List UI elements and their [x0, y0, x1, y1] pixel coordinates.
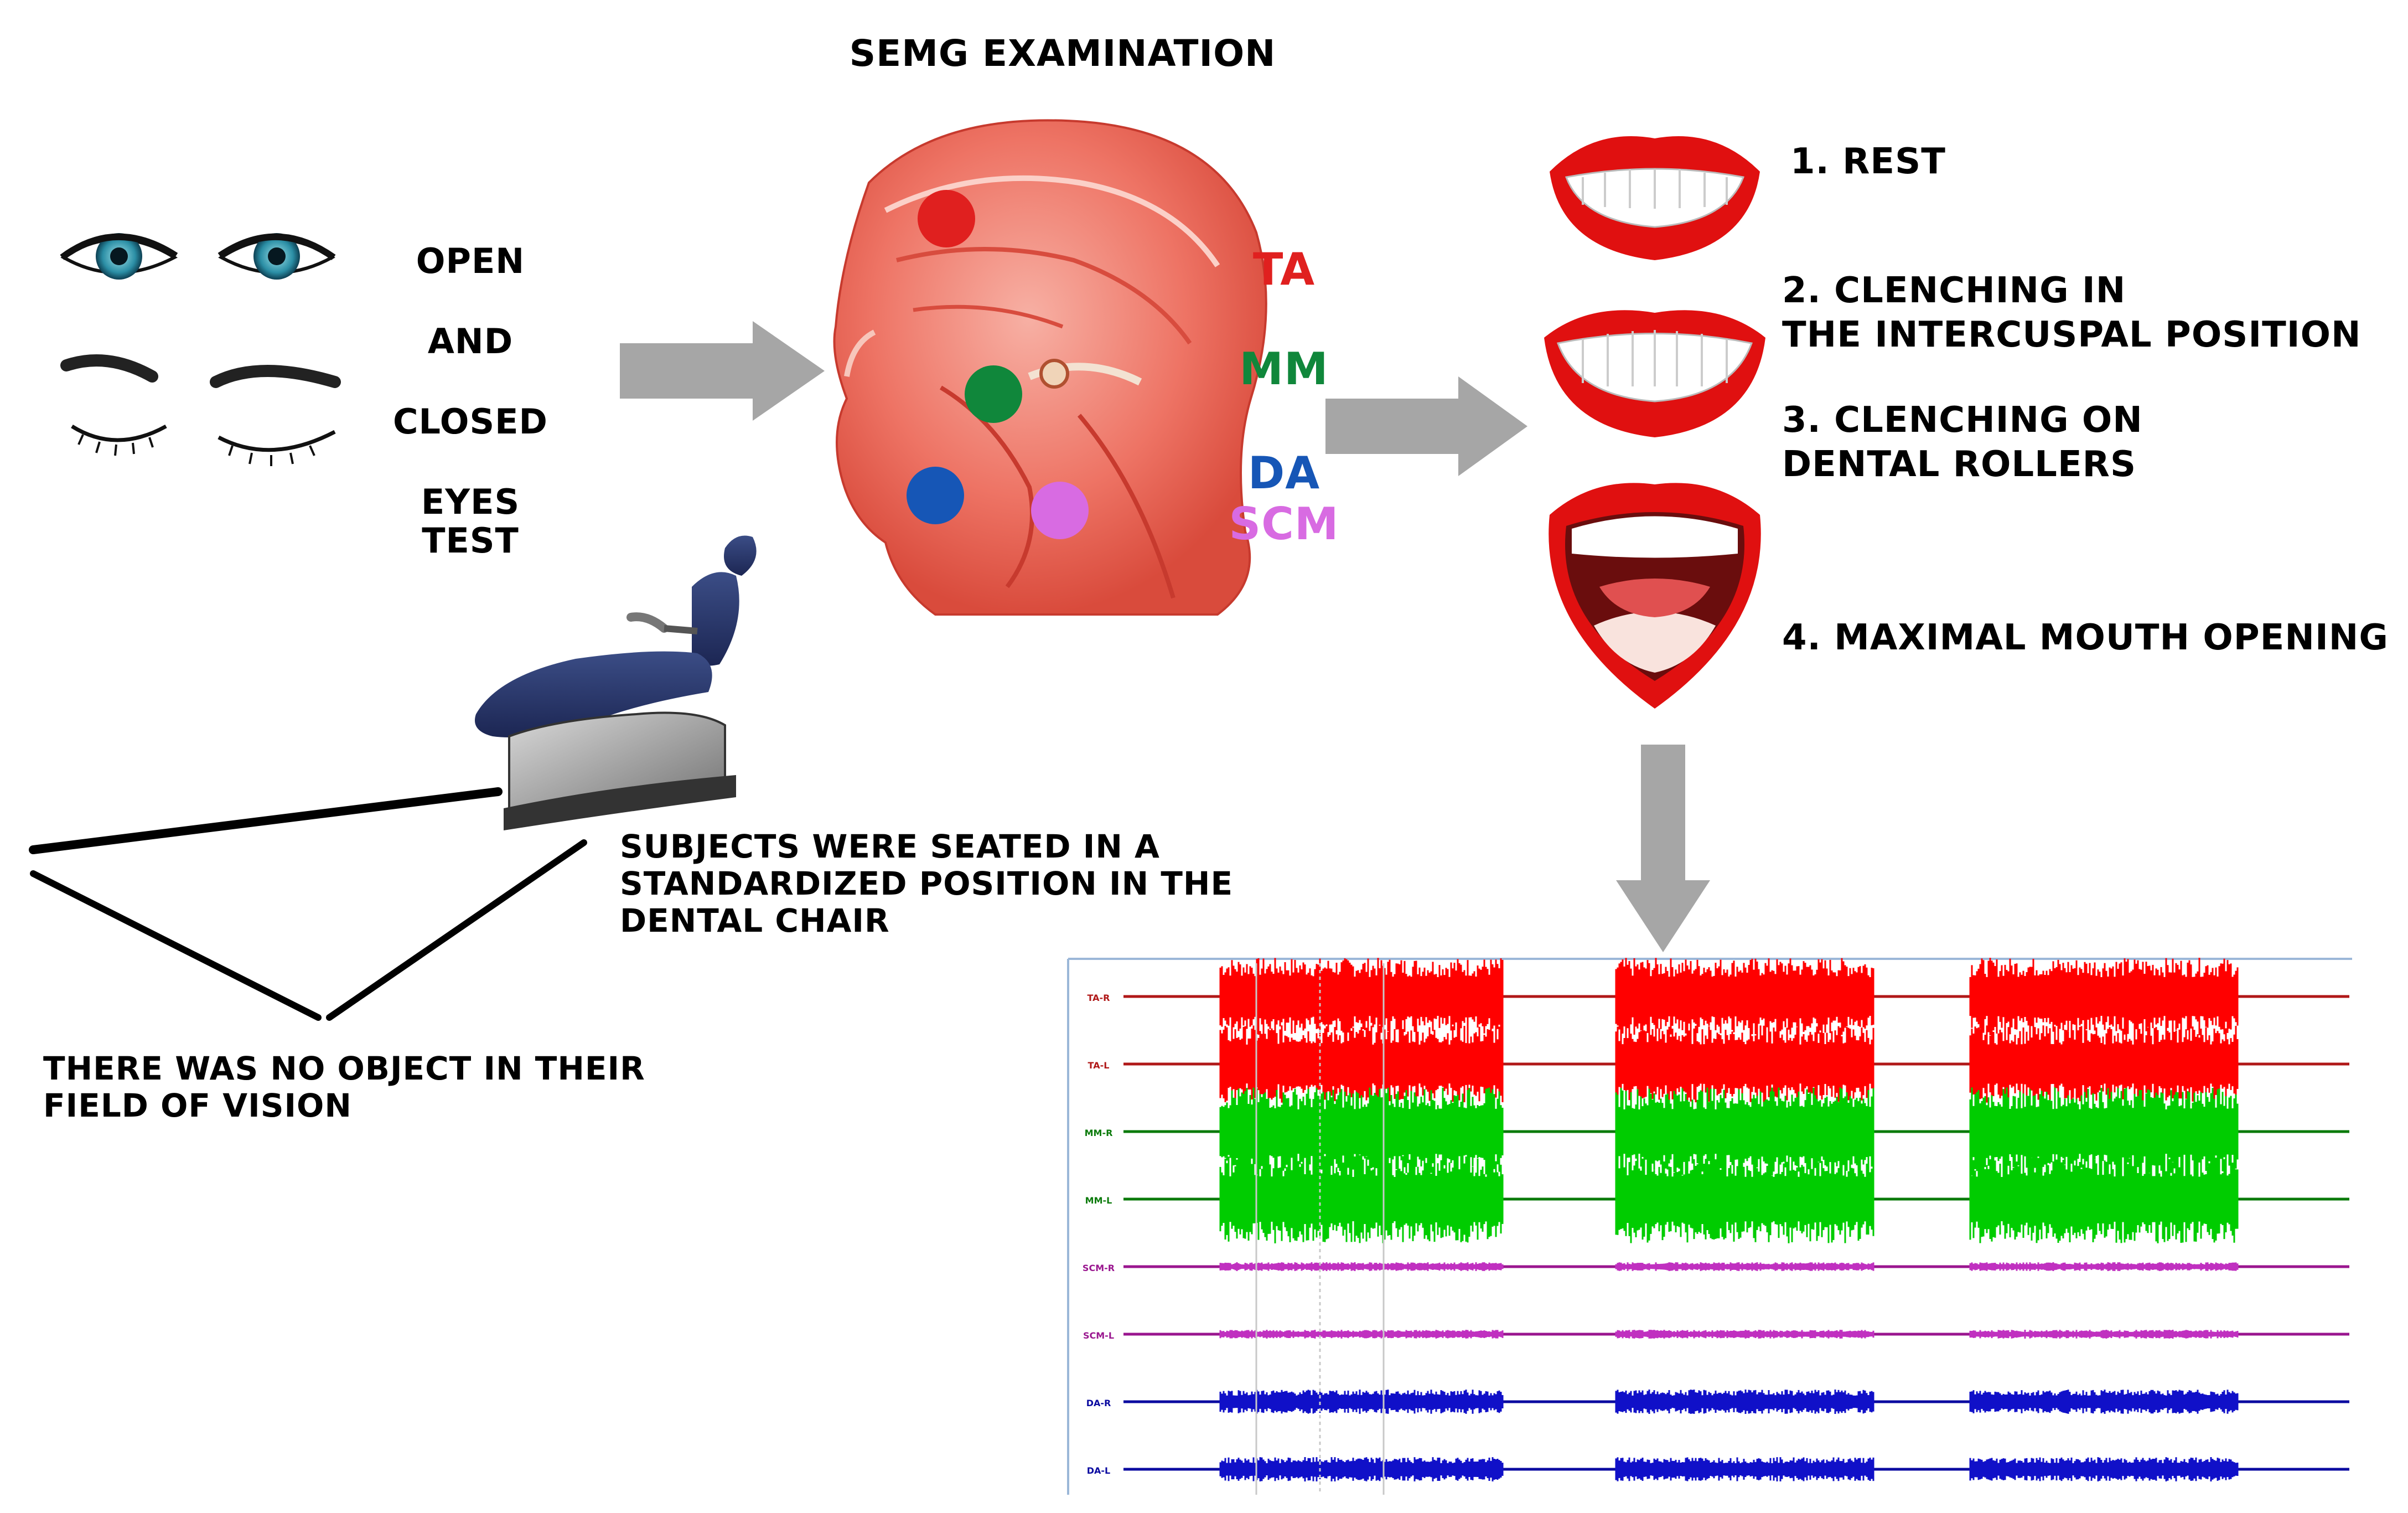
emg-channel-label: MM-R [1085, 1128, 1113, 1138]
emg-burst [1969, 1390, 2239, 1414]
muscle-label-da: DA [1247, 447, 1320, 499]
emg-burst [1969, 958, 2239, 1035]
emg-burst [1219, 1155, 1504, 1243]
emg-burst [1969, 1025, 2239, 1103]
electrode-ta-dot [918, 190, 975, 247]
electrode-da-dot [907, 467, 964, 524]
task-4-label: 4. MAXIMAL MOUTH OPENING [1782, 617, 2389, 658]
emg-burst [1969, 1155, 2239, 1243]
emg-burst [1615, 1330, 1874, 1339]
emg-burst [1219, 1262, 1504, 1271]
emg-channel-label: SCM-L [1083, 1330, 1114, 1341]
mouth-clench-icon [1544, 310, 1765, 437]
task-3-line-1: 3. CLENCHING ON [1782, 400, 2143, 441]
emg-burst [1219, 1025, 1504, 1103]
diagram-title: SEMG EXAMINATION [849, 32, 1276, 75]
closed-eye-right-icon [210, 365, 341, 466]
emg-burst [1615, 1025, 1874, 1103]
eyes-test-word-and: AND [427, 321, 514, 362]
eyes-test-word-eyes: EYES [421, 482, 520, 522]
emg-burst [1615, 1155, 1874, 1243]
electrode-mm-dot [965, 365, 1022, 423]
emg-burst [1219, 1087, 1504, 1176]
eyes-test-word-test: TEST [422, 520, 519, 561]
emg-burst [1969, 1330, 2239, 1339]
emg-channel-label: SCM-R [1083, 1263, 1115, 1273]
emg-channel-label: DA-R [1086, 1398, 1111, 1408]
emg-channel-label: TA-L [1088, 1060, 1110, 1071]
emg-channel-label: DA-L [1087, 1465, 1111, 1476]
emg-burst [1969, 1262, 2239, 1271]
closed-eye-left-icon [60, 354, 167, 456]
emg-burst [1219, 1330, 1504, 1339]
chair-note-line-2: STANDARDIZED POSITION IN THE [620, 865, 1234, 902]
arrow-right-1 [620, 321, 825, 421]
emg-burst [1615, 1087, 1874, 1176]
electrode-scm-dot [1031, 482, 1089, 539]
arrow-down [1616, 745, 1710, 952]
arrow-right-2 [1325, 376, 1527, 476]
emg-burst [1969, 1457, 2239, 1481]
dental-chair-icon [475, 535, 757, 830]
task-2-line-2: THE INTERCUSPAL POSITION [1782, 314, 2362, 355]
emg-traces-layer: TA-R TA-L MM-R MM-L SCM-R SCM-L DA-R DA-L [1083, 958, 2349, 1495]
emg-burst [1615, 1390, 1874, 1414]
emg-channel-label: MM-L [1085, 1195, 1112, 1206]
open-eye-left-icon [60, 233, 178, 280]
task-2-line-1: 2. CLENCHING IN [1782, 270, 2126, 311]
emg-burst [1219, 1457, 1504, 1481]
head-muscle-illustration [833, 119, 1267, 616]
emg-burst [1615, 1457, 1874, 1481]
chair-note-line-1: SUBJECTS WERE SEATED IN A [620, 828, 1160, 865]
mouth-rest-icon [1550, 136, 1760, 260]
field-of-vision-lines [29, 787, 587, 1021]
emg-burst [1219, 1390, 1504, 1414]
emg-burst [1615, 958, 1874, 1035]
eyes-test-word-closed: CLOSED [393, 401, 548, 442]
muscle-label-ta: TA [1252, 244, 1316, 295]
eyes-test-word-open: OPEN [416, 241, 525, 281]
emg-burst [1969, 1087, 2239, 1176]
emg-burst [1219, 958, 1504, 1035]
muscle-label-scm: SCM [1229, 498, 1339, 550]
open-eye-right-icon [218, 233, 336, 280]
emg-recording-panel: TA-R TA-L MM-R MM-L SCM-R SCM-L DA-R DA-L [1067, 958, 2352, 1495]
emg-burst [1615, 1262, 1874, 1271]
emg-channel-label: TA-R [1087, 993, 1110, 1003]
mouth-open-icon [1549, 483, 1761, 709]
muscle-label-mm: MM [1239, 343, 1329, 395]
vision-note-line-2: FIELD OF VISION [43, 1087, 352, 1124]
vision-note-line-1: THERE WAS NO OBJECT IN THEIR [43, 1050, 645, 1087]
chair-note-line-3: DENTAL CHAIR [620, 902, 890, 939]
task-3-line-2: DENTAL ROLLERS [1782, 444, 2137, 485]
task-1-label: 1. REST [1790, 141, 1946, 182]
